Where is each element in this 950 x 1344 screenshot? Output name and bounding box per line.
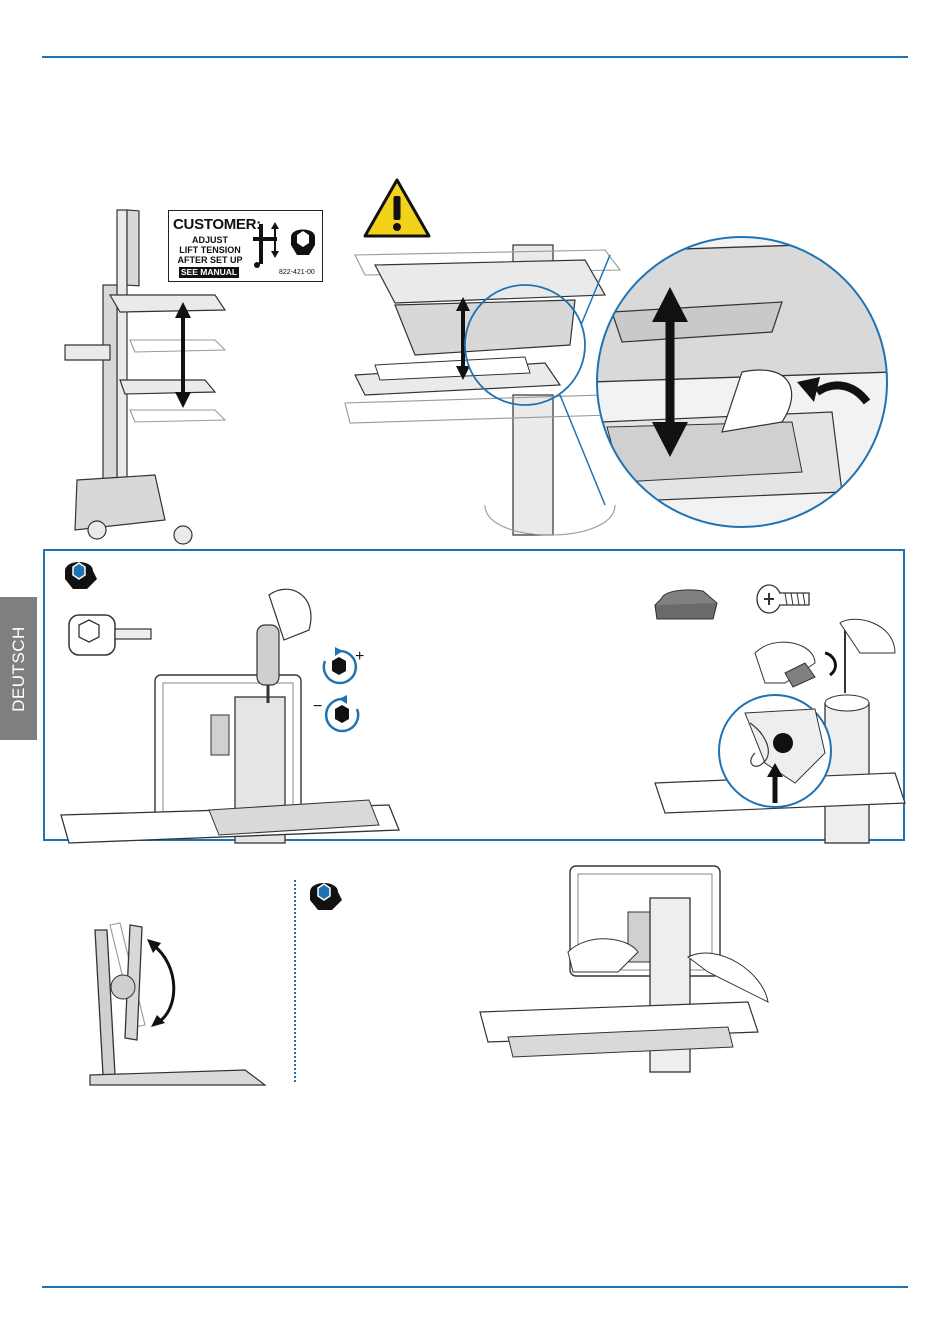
hex-wrench-icon (306, 878, 346, 914)
label-cart-icon (249, 219, 289, 269)
loosen-minus-icon: − (311, 693, 367, 739)
pole-cap-install-illustration (655, 613, 907, 843)
label-see-manual: SEE MANUAL (179, 267, 239, 278)
label-line-after: AFTER SET UP (175, 255, 245, 265)
tighten-plus-sign: + (355, 648, 364, 665)
language-tab: DEUTSCH (0, 597, 37, 740)
label-title: CUSTOMER: (173, 216, 261, 233)
monitor-mount-illustration (478, 862, 778, 1072)
screw-icon (755, 581, 811, 617)
customer-lift-tension-label: CUSTOMER: ADJUST LIFT TENSION AFTER SET … (168, 210, 323, 282)
loosen-minus-sign: − (313, 698, 322, 715)
bottom-rule (42, 1286, 908, 1288)
dotted-divider (294, 880, 296, 1082)
label-line-adjust: ADJUST (175, 235, 245, 245)
warning-icon (361, 176, 433, 240)
label-part-code: 822-421-00 (279, 269, 315, 276)
tension-adjustment-panel: + − (43, 549, 905, 841)
language-tab-label: DEUTSCH (9, 626, 29, 712)
monitor-tilt-illustration (75, 915, 275, 1085)
keyboard-tray-illustration (335, 245, 625, 535)
tighten-plus-icon: + (317, 647, 367, 687)
release-lever-detail (592, 232, 892, 532)
top-rule (42, 56, 908, 58)
label-line-lift: LIFT TENSION (175, 245, 245, 255)
hex-wrench-icon (287, 221, 319, 261)
